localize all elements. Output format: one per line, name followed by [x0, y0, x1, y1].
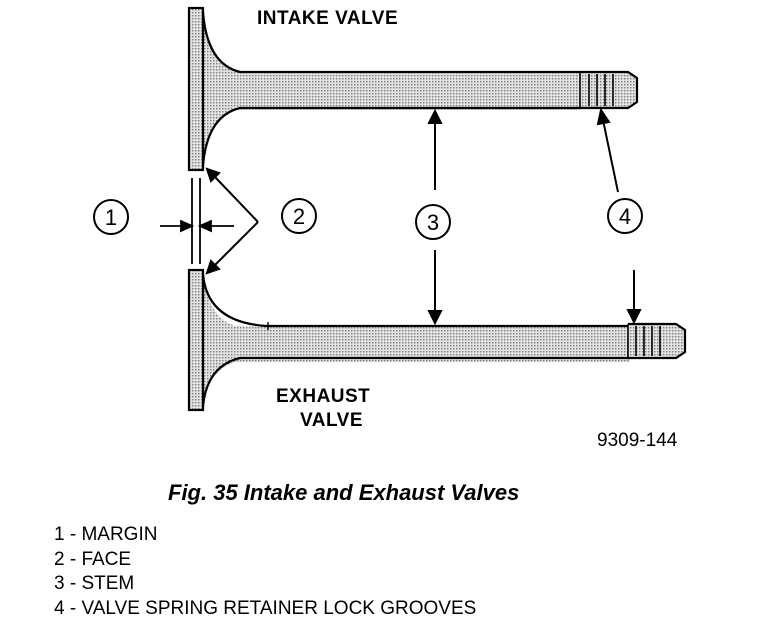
exhaust-valve-label-line2: VALVE [300, 410, 364, 431]
legend-item-lock-grooves: 4 - VALVE SPRING RETAINER LOCK GROOVES [54, 597, 477, 619]
groove-arrows [596, 107, 642, 325]
exhaust-valve [187, 268, 687, 412]
callout-3-text: 3 [427, 210, 439, 235]
callout-2: 2 [281, 198, 317, 234]
legend: 1 - MARGIN 2 - FACE 3 - STEM 4 - VALVE S… [54, 523, 476, 621]
intake-valve [187, 6, 639, 172]
figure-caption: Fig. 35 Intake and Exhaust Valves [168, 480, 520, 505]
margin-dimension [160, 178, 234, 264]
legend-item-stem: 3 - STEM [54, 573, 135, 594]
exhaust-valve-grooves [628, 322, 687, 360]
callout-1: 1 [93, 199, 129, 235]
intake-valve-grooves [580, 70, 639, 110]
intake-valve-body [189, 10, 580, 168]
intake-valve-label: INTAKE VALVE [257, 8, 399, 29]
exhaust-valve-head [187, 268, 205, 412]
exhaust-valve-body [189, 272, 630, 408]
intake-valve-head [187, 6, 205, 172]
figure-number: 9309-144 [597, 430, 678, 451]
callout-2-text: 2 [293, 204, 305, 229]
stem-arrows [427, 108, 443, 326]
legend-item-margin: 1 - MARGIN [54, 524, 158, 545]
callout-4: 4 [607, 198, 643, 234]
exhaust-valve-label-line1: EXHAUST [276, 386, 371, 407]
callout-1-text: 1 [105, 205, 117, 230]
legend-item-face: 2 - FACE [54, 548, 132, 570]
callout-4-text: 4 [619, 204, 631, 229]
face-arrows [205, 167, 259, 275]
callout-3: 3 [415, 204, 451, 240]
